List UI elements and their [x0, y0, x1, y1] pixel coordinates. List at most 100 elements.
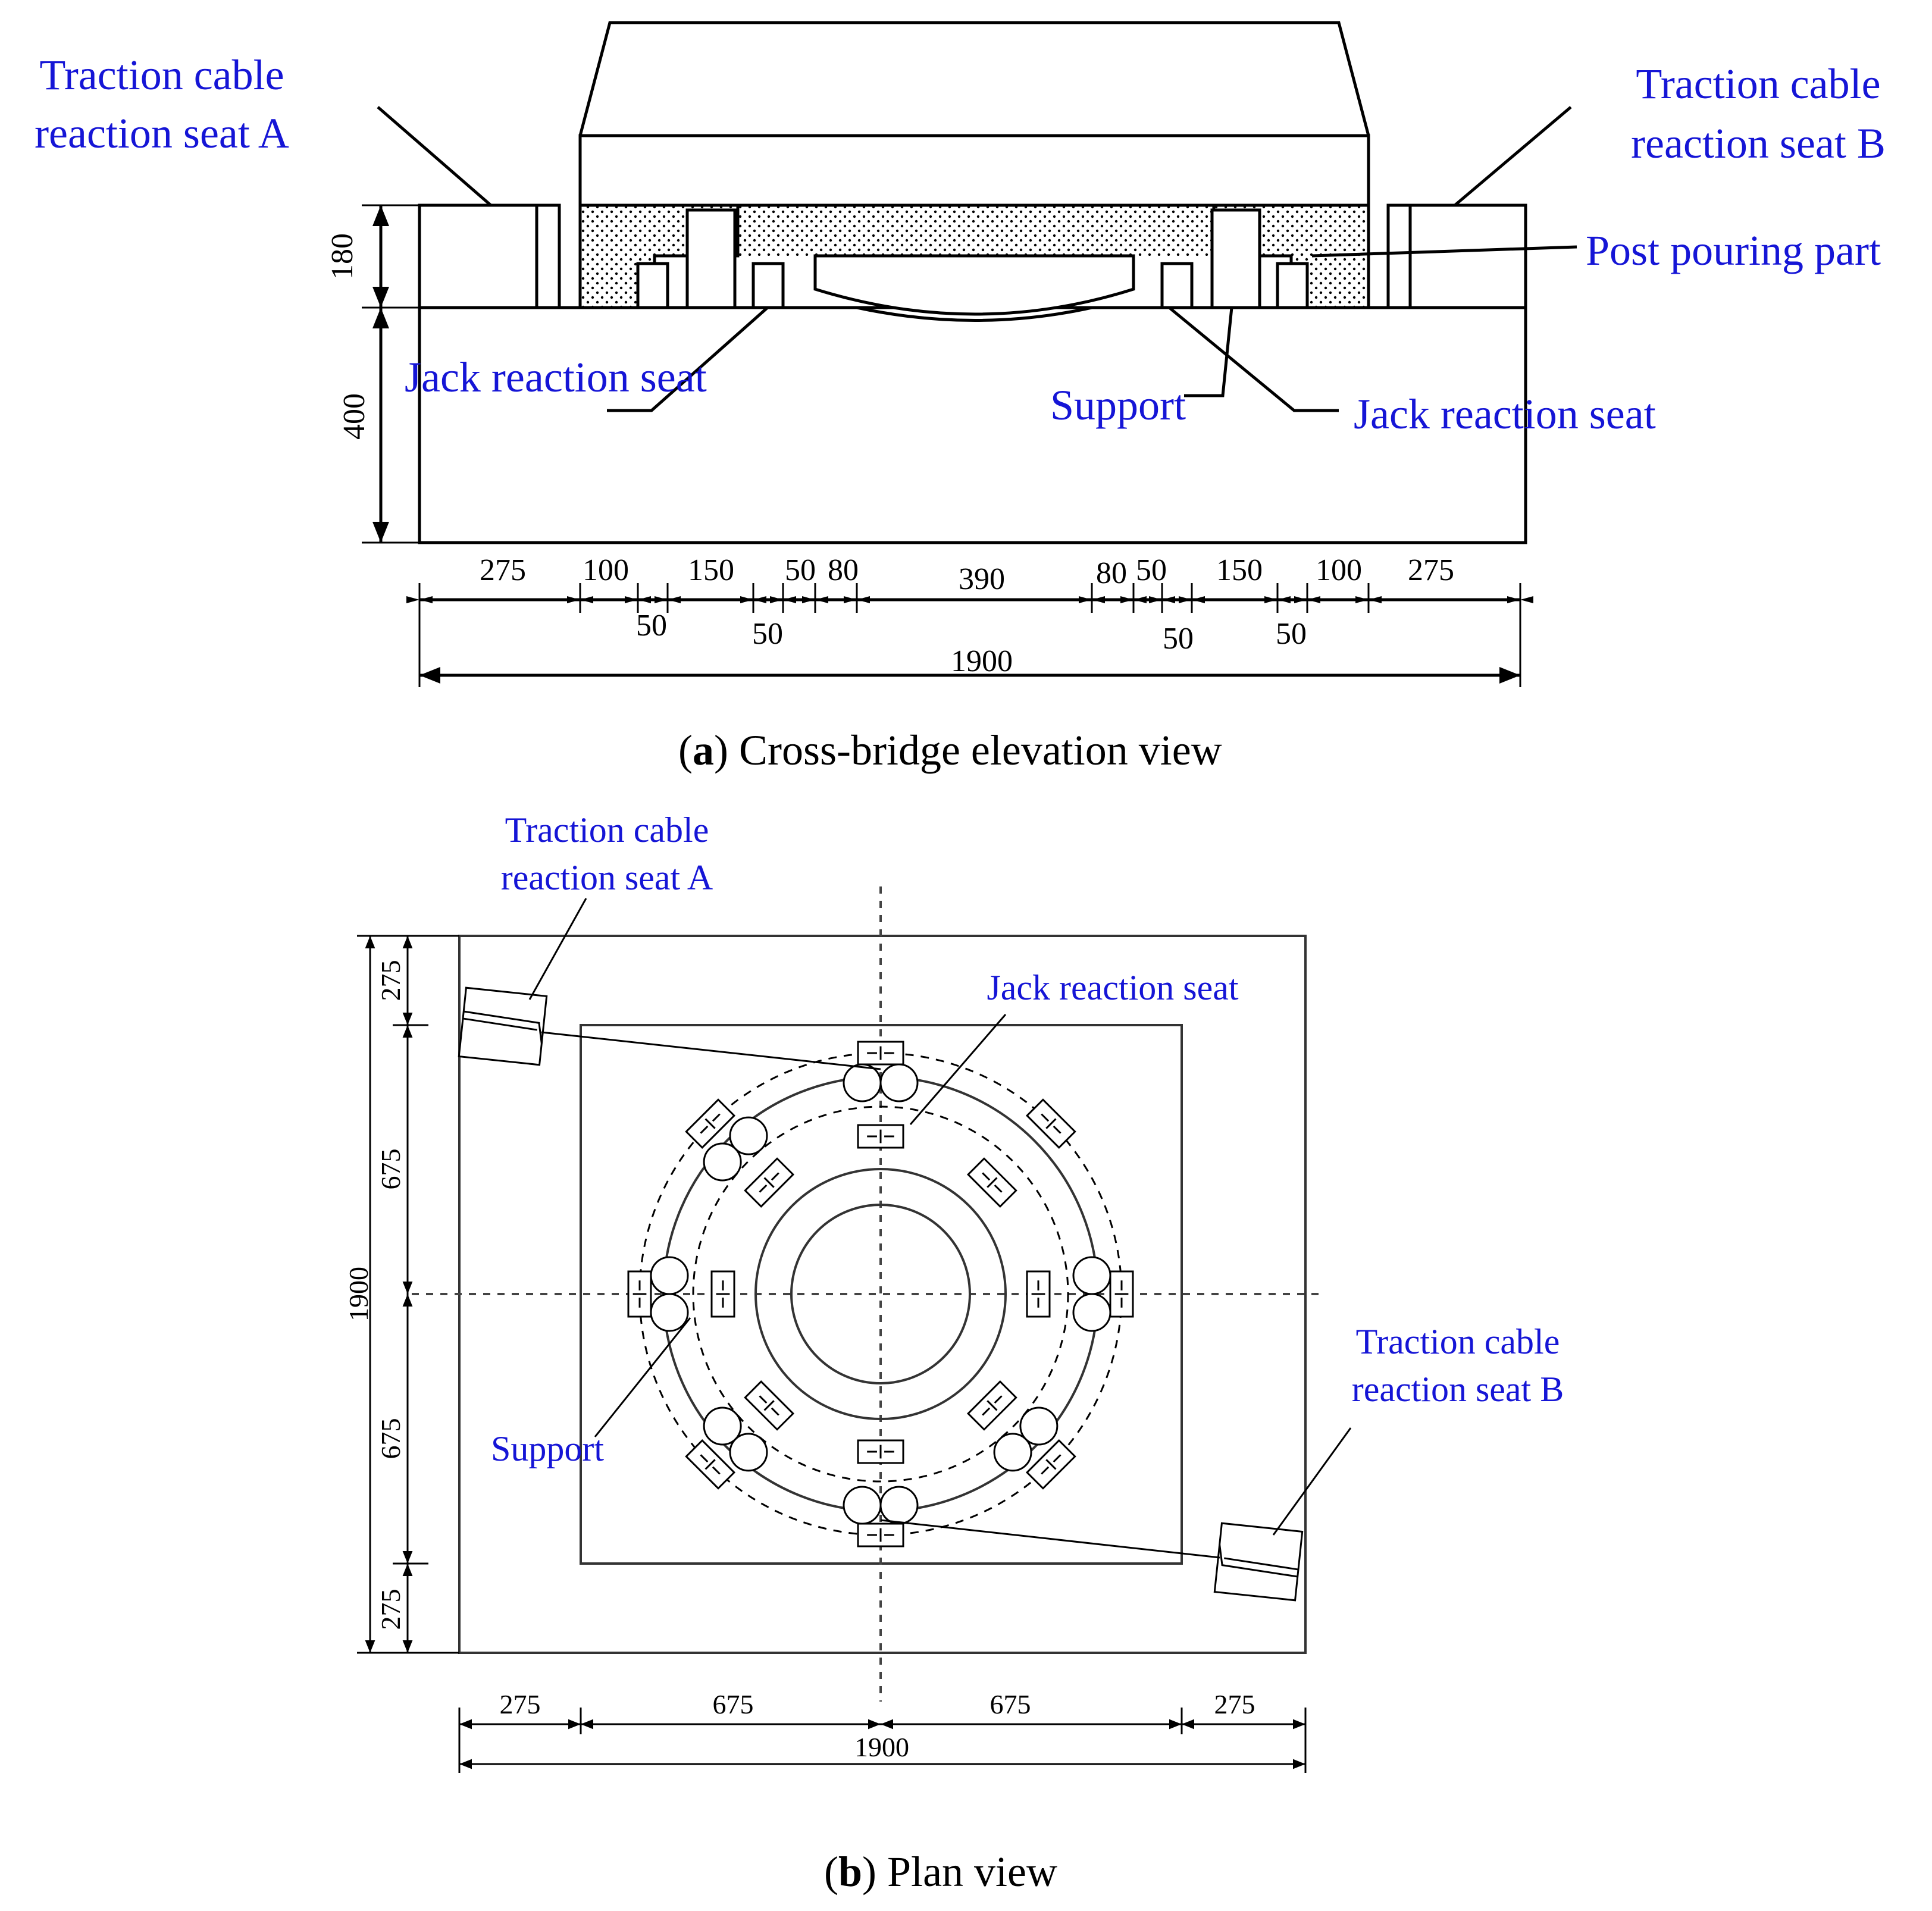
support-circle [1019, 1406, 1059, 1446]
support-circle [843, 1063, 882, 1102]
support-right [1210, 208, 1261, 309]
plan-label-seat-b-line2: reaction seat B [1352, 1370, 1564, 1409]
dim-arrowhead [1179, 596, 1205, 603]
dim-top-4: 80 [828, 553, 859, 587]
support-circle [1072, 1256, 1111, 1295]
jack-seat-4 [1276, 262, 1309, 309]
jack-seat-outer [685, 1439, 736, 1490]
jack-seat-inner [857, 1124, 904, 1149]
jack-seat-outer [627, 1270, 652, 1318]
plan-label-jack: Jack reaction seat [987, 968, 1238, 1007]
dim-top-0: 275 [480, 553, 526, 587]
dim-top-9: 100 [1316, 553, 1362, 587]
label-post-pouring: Post pouring part [1586, 227, 1881, 274]
support-circle [879, 1063, 919, 1102]
plan-dim-v-total: 1900 [343, 1267, 374, 1321]
jack-seat-inner [966, 1157, 1017, 1208]
traction-seat-a [458, 986, 548, 1066]
pier-top-trapezoid [578, 21, 1370, 136]
label-jack-right: Jack reaction seat [1354, 390, 1656, 438]
dim-bottom-1: 50 [752, 617, 783, 651]
plan-label-support: Support [491, 1429, 604, 1468]
jack-seat-inner [744, 1157, 795, 1208]
jack-seat-2 [751, 262, 785, 309]
dim-arrowhead [655, 596, 681, 603]
outer-solid-ring [662, 1076, 1099, 1512]
support-circle [1072, 1293, 1111, 1332]
elevation-view: 180 400 275 100 150 50 80 390 80 50 150 … [35, 21, 1886, 774]
plan-dim-h-total: 1900 [854, 1732, 909, 1762]
jack-seat-inner [857, 1439, 904, 1464]
dim-arrowhead [1294, 596, 1320, 603]
dim-top-10: 275 [1408, 553, 1454, 587]
dim-top-5: 390 [959, 562, 1005, 596]
plan-dim-h-0: 275 [500, 1689, 541, 1719]
dim-arrowhead [1264, 596, 1291, 603]
dim-180: 180 [325, 233, 359, 280]
label-seat-b-line1: Traction cable [1636, 60, 1880, 108]
support-circle [993, 1433, 1032, 1472]
dim-arrowhead [625, 596, 651, 603]
dim-arrowhead [1149, 596, 1175, 603]
dim-top-6: 80 [1096, 556, 1127, 590]
pier-cap-body [578, 134, 1370, 207]
support-circle [703, 1142, 742, 1182]
label-jack-left: Jack reaction seat [405, 353, 707, 401]
reaction-seat-a-block [418, 203, 561, 309]
dim-top-2: 150 [688, 553, 734, 587]
jack-seat-outer [685, 1098, 736, 1149]
dim-arrowhead [740, 596, 766, 603]
label-seat-a-line2: reaction seat A [35, 109, 289, 157]
plan-dim-h-2: 675 [990, 1689, 1031, 1719]
jack-seat-outer [857, 1041, 904, 1066]
jack-seat-inner [1026, 1270, 1051, 1318]
caption-a: (a) Cross-bridge elevation view [678, 726, 1222, 774]
plan-label-seat-a-line1: Traction cable [505, 810, 709, 850]
support-circle [650, 1256, 689, 1295]
dim-arrowhead [1120, 596, 1147, 603]
dim-arrowhead [802, 596, 828, 603]
jack-seat-3 [1160, 262, 1194, 309]
dim-total: 1900 [951, 644, 1013, 678]
plan-dim-h-3: 275 [1214, 1689, 1255, 1719]
plan-label-seat-b-line1: Traction cable [1356, 1322, 1560, 1361]
traction-seat-b [1213, 1522, 1304, 1602]
support-circle [650, 1293, 689, 1332]
dim-arrowhead [567, 596, 593, 603]
support-circle [729, 1116, 768, 1155]
caption-b: (b) Plan view [824, 1848, 1057, 1896]
jack-seat-inner [710, 1270, 735, 1318]
jack-seat-outer [1025, 1098, 1076, 1149]
dim-arrowhead [1079, 596, 1105, 603]
dim-top-7: 50 [1136, 553, 1167, 587]
dim-bottom-0: 50 [636, 609, 667, 643]
plan-label-seat-a-line2: reaction seat A [501, 858, 713, 897]
dim-arrowhead [1355, 596, 1382, 603]
spherical-hinge-lower [856, 306, 1092, 322]
support-circle [879, 1486, 919, 1525]
dim-top-8: 150 [1216, 553, 1263, 587]
label-seat-a-line1: Traction cable [39, 51, 284, 99]
support-circle [729, 1433, 768, 1472]
jack-seat-1 [636, 262, 669, 309]
label-seat-b-line2: reaction seat B [1631, 120, 1886, 167]
support-circle [703, 1406, 742, 1446]
jack-seat-inner [966, 1380, 1017, 1431]
plan-view: 1900 275 675 675 275 275 675 675 275 190… [343, 810, 1564, 1896]
hinge-outer [754, 1168, 1007, 1420]
inner-dashed-ring [692, 1105, 1069, 1483]
dim-bottom-3: 50 [1276, 617, 1307, 651]
dim-bottom-2: 50 [1163, 622, 1194, 656]
dim-400: 400 [337, 393, 371, 440]
dim-arrowhead [770, 596, 796, 603]
plan-supports-and-jacks [627, 1041, 1134, 1547]
spherical-hinge-upper [813, 254, 1135, 316]
support-circle [843, 1486, 882, 1525]
jack-seat-outer [1109, 1270, 1134, 1318]
plan-dim-v-1: 675 [375, 1149, 406, 1190]
plan-dim-h-1: 675 [713, 1689, 754, 1719]
hinge-inner [790, 1204, 971, 1384]
plan-dim-v-2: 675 [375, 1418, 406, 1459]
label-support: Support [1050, 381, 1186, 429]
